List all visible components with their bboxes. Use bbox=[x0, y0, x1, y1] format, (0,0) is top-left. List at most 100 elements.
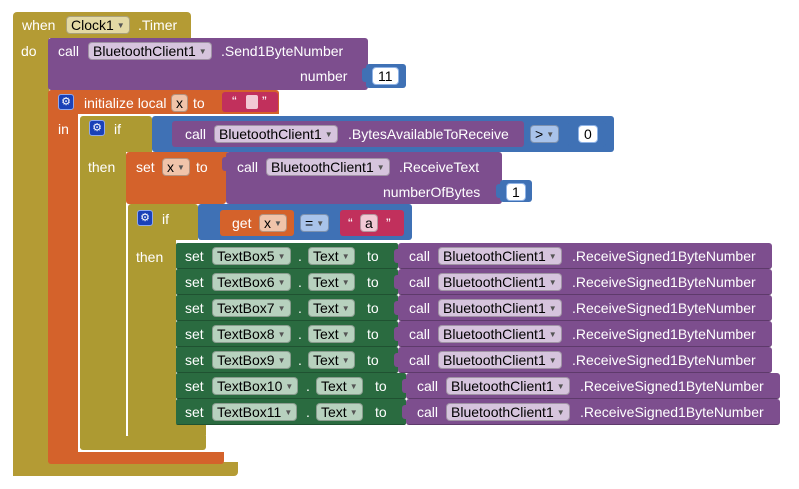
receive-text-method-name: .ReceiveText bbox=[399, 159, 480, 175]
chevron-down-icon: ▼ bbox=[341, 304, 350, 314]
call-block-notch bbox=[402, 405, 409, 419]
number-of-bytes-field[interactable]: 1 bbox=[506, 183, 526, 201]
do-label: do bbox=[21, 43, 37, 59]
if-block-equals-bottom bbox=[128, 424, 206, 438]
bluetooth-component-dropdown[interactable]: BluetoothClient1▼ bbox=[438, 247, 562, 265]
if-block-equals-spine bbox=[128, 238, 176, 426]
textbox-component-dropdown[interactable]: TextBox8▼ bbox=[212, 325, 291, 343]
set-label: set bbox=[185, 274, 204, 290]
set-label: set bbox=[185, 248, 204, 264]
to-label: to bbox=[367, 352, 379, 368]
bluetooth-component-dropdown[interactable]: BluetoothClient1▼ bbox=[446, 377, 570, 395]
local-var-name-field[interactable]: x bbox=[171, 94, 188, 112]
gear-icon[interactable]: ⚙ bbox=[137, 210, 153, 226]
receive-text-call-label: call bbox=[237, 159, 259, 175]
initialize-local-bottom bbox=[48, 452, 224, 464]
chevron-down-icon: ▼ bbox=[277, 356, 286, 366]
clock-component-dropdown[interactable]: Clock1▼ bbox=[66, 16, 130, 34]
property-dot: . bbox=[298, 326, 302, 342]
send-arg-label: number bbox=[300, 68, 348, 84]
number-value-field[interactable]: 11 bbox=[372, 67, 399, 85]
method-name: .ReceiveSigned1ByteNumber bbox=[580, 378, 764, 394]
chevron-down-icon: ▼ bbox=[274, 219, 282, 229]
set-x-block-lower bbox=[126, 174, 226, 204]
call-block-notch bbox=[394, 353, 401, 367]
chevron-down-icon: ▼ bbox=[341, 330, 350, 340]
number-of-bytes-notch bbox=[496, 184, 503, 198]
empty-text-close-quote: ” bbox=[262, 93, 267, 109]
call-block-notch bbox=[394, 327, 401, 341]
method-name: .ReceiveSigned1ByteNumber bbox=[572, 248, 756, 264]
set-x-to-label: to bbox=[196, 159, 208, 175]
bluetooth-component-dropdown[interactable]: BluetoothClient1▼ bbox=[438, 325, 562, 343]
property-dropdown[interactable]: Text▼ bbox=[308, 325, 355, 343]
initialize-to-label: to bbox=[193, 95, 205, 111]
bluetooth-component-dropdown[interactable]: BluetoothClient1▼ bbox=[446, 403, 570, 421]
property-dot: . bbox=[298, 300, 302, 316]
chevron-down-icon: ▼ bbox=[349, 382, 358, 392]
property-dropdown[interactable]: Text▼ bbox=[308, 351, 355, 369]
bytes-component-dropdown[interactable]: BluetoothClient1▼ bbox=[214, 125, 338, 143]
textbox-component-dropdown[interactable]: TextBox11▼ bbox=[212, 403, 298, 421]
property-dropdown[interactable]: Text▼ bbox=[308, 273, 355, 291]
number-block-notch bbox=[362, 68, 369, 82]
if-block-bytes-bottom bbox=[80, 436, 206, 450]
to-label: to bbox=[367, 248, 379, 264]
gear-icon[interactable]: ⚙ bbox=[89, 120, 105, 136]
to-label: to bbox=[367, 300, 379, 316]
property-dropdown[interactable]: Text▼ bbox=[316, 377, 363, 395]
bluetooth-component-dropdown[interactable]: BluetoothClient1▼ bbox=[438, 351, 562, 369]
textbox-component-dropdown[interactable]: TextBox10▼ bbox=[212, 377, 299, 395]
set-label: set bbox=[185, 378, 204, 394]
chevron-down-icon: ▼ bbox=[546, 130, 555, 140]
compare-operator-dropdown[interactable]: >▼ bbox=[530, 125, 560, 143]
call-label: call bbox=[409, 248, 431, 264]
textbox-component-dropdown[interactable]: TextBox5▼ bbox=[212, 247, 291, 265]
method-name: .ReceiveSigned1ByteNumber bbox=[572, 326, 756, 342]
property-dropdown[interactable]: Text▼ bbox=[316, 403, 363, 421]
text-a-open-quote: “ bbox=[348, 215, 353, 231]
property-dropdown[interactable]: Text▼ bbox=[308, 299, 355, 317]
textbox-component-dropdown[interactable]: TextBox9▼ bbox=[212, 351, 291, 369]
send-component-dropdown[interactable]: BluetoothClient1▼ bbox=[88, 42, 212, 60]
textbox-component-dropdown[interactable]: TextBox7▼ bbox=[212, 299, 291, 317]
property-dropdown[interactable]: Text▼ bbox=[308, 247, 355, 265]
textbox-component-dropdown[interactable]: TextBox6▼ bbox=[212, 273, 291, 291]
chevron-down-icon: ▼ bbox=[548, 304, 557, 314]
zero-number-field[interactable]: 0 bbox=[578, 125, 598, 143]
gear-icon[interactable]: ⚙ bbox=[58, 94, 74, 110]
get-var-dropdown[interactable]: x▼ bbox=[259, 214, 287, 232]
receive-text-component-dropdown[interactable]: BluetoothClient1▼ bbox=[266, 158, 390, 176]
when-label: when bbox=[22, 17, 56, 33]
equals-operator-dropdown[interactable]: =▼ bbox=[300, 214, 330, 232]
chevron-down-icon: ▼ bbox=[284, 408, 293, 418]
call-block-notch bbox=[394, 275, 401, 289]
empty-text-value-field[interactable] bbox=[246, 95, 258, 109]
method-name: .ReceiveSigned1ByteNumber bbox=[572, 352, 756, 368]
call-label: call bbox=[409, 274, 431, 290]
chevron-down-icon: ▼ bbox=[349, 408, 358, 418]
text-a-value-field[interactable]: a bbox=[360, 214, 378, 232]
chevron-down-icon: ▼ bbox=[341, 278, 350, 288]
chevron-down-icon: ▼ bbox=[548, 330, 557, 340]
chevron-down-icon: ▼ bbox=[341, 356, 350, 366]
call-label: call bbox=[409, 352, 431, 368]
set-x-var-dropdown[interactable]: x▼ bbox=[162, 158, 190, 176]
call-label: call bbox=[409, 300, 431, 316]
event-name: .Timer bbox=[138, 17, 178, 33]
bluetooth-component-dropdown[interactable]: BluetoothClient1▼ bbox=[438, 299, 562, 317]
send-method-name: .Send1ByteNumber bbox=[221, 43, 344, 59]
call-label: call bbox=[417, 378, 439, 394]
chevron-down-icon: ▼ bbox=[548, 278, 557, 288]
bluetooth-component-dropdown[interactable]: BluetoothClient1▼ bbox=[438, 273, 562, 291]
if-label: if bbox=[114, 121, 121, 137]
if-block-bytes-spine bbox=[80, 150, 126, 448]
set-label: set bbox=[185, 352, 204, 368]
chevron-down-icon: ▼ bbox=[548, 356, 557, 366]
set-x-set-label: set bbox=[136, 159, 155, 175]
method-name: .ReceiveSigned1ByteNumber bbox=[580, 404, 764, 420]
chevron-down-icon: ▼ bbox=[277, 330, 286, 340]
text-a-close-quote: ” bbox=[386, 215, 391, 231]
chevron-down-icon: ▼ bbox=[376, 163, 385, 173]
call-block-notch bbox=[394, 301, 401, 315]
